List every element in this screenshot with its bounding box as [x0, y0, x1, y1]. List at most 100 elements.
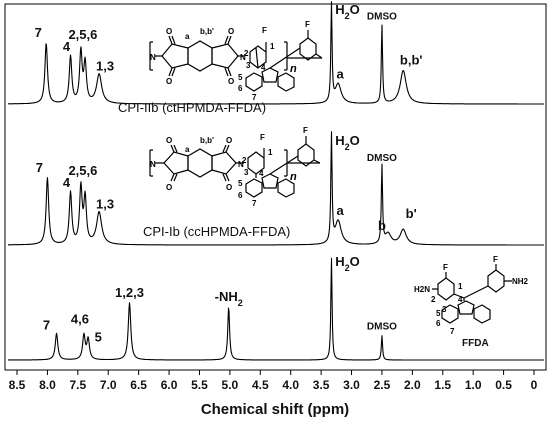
struct-mid-a: a: [185, 145, 190, 154]
peak-label-s1-8: b: [378, 218, 386, 233]
struct-mid-5: 5: [238, 179, 243, 188]
struct-mid-bb: b,b': [200, 136, 214, 145]
struct-top-4: 4: [261, 63, 266, 72]
struct-mid-O3: O: [226, 136, 232, 145]
struct-top-N-left: N: [150, 53, 156, 62]
ffda-3: 3: [442, 305, 447, 314]
spectrum-trace-0: [7, 1, 545, 105]
x-tick-label-6: 5.5: [191, 378, 208, 392]
peak-label-s0-0: 7: [35, 25, 42, 40]
x-tick-label-7: 5.0: [222, 378, 239, 392]
x-tick-label-3: 7.0: [100, 378, 117, 392]
x-tick-label-11: 3.0: [343, 378, 360, 392]
struct-top-F1: F: [262, 26, 267, 35]
struct-top-F2: F: [305, 20, 310, 29]
struct-top-n: n: [290, 63, 297, 75]
struct-mid-1: 1: [268, 148, 273, 157]
struct-mid-7: 7: [252, 199, 257, 208]
struct-top-bb: b,b': [200, 27, 214, 36]
x-tick-label-16: 0.5: [495, 378, 512, 392]
plot-frame: [4, 3, 547, 371]
spectrum-trace-1: [7, 131, 545, 246]
peak-label-s2-4: -NH2: [215, 289, 243, 308]
x-axis-title: Chemical shift (ppm): [201, 401, 349, 418]
peak-labels: 742,5,61,3H2OaDMSOb,b'742,5,61,3H2OaDMSO…: [35, 2, 423, 345]
struct-mid-3: 3: [244, 168, 249, 177]
ffda-1: 1: [458, 282, 463, 291]
peak-label-s1-9: b': [406, 206, 417, 221]
x-tick-label-4: 6.5: [130, 378, 147, 392]
peak-label-s1-2: 2,5,6: [68, 163, 97, 178]
ffda-4: 4: [458, 295, 463, 304]
struct-top-6: 6: [238, 84, 243, 93]
x-tick-label-8: 4.5: [252, 378, 269, 392]
peak-label-s2-2: 5: [95, 330, 102, 345]
struct-top-N-right: N: [240, 53, 246, 62]
struct-top-7: 7: [252, 93, 257, 102]
x-tick-label-10: 3.5: [313, 378, 330, 392]
struct-top-O3: O: [228, 27, 234, 36]
ffda-nh2-right: NH2: [512, 277, 529, 286]
x-tick-label-17: 0: [531, 378, 538, 392]
ffda-6: 6: [436, 319, 441, 328]
peak-label-s2-3: 1,2,3: [115, 285, 144, 300]
spectra-traces: [7, 1, 545, 361]
peak-label-s2-1: 4,6: [71, 312, 89, 327]
struct-mid-N-right: N: [238, 160, 244, 169]
peak-label-s1-4: 1,3: [96, 197, 114, 212]
peak-label-s1-5: H2O: [335, 133, 360, 152]
ffda-5: 5: [436, 309, 441, 318]
peak-label-s2-6: DMSO: [367, 322, 397, 333]
series-name-ccHPMDA: CPI-Ib (ccHPMDA-FFDA): [143, 224, 290, 239]
peak-label-s0-6: a: [336, 66, 344, 81]
struct-top-5: 5: [238, 73, 243, 82]
struct-top-O1: O: [166, 27, 172, 36]
struct-top-3: 3: [246, 61, 251, 70]
struct-mid-n: n: [290, 171, 297, 183]
peak-label-s1-6: a: [336, 203, 344, 218]
struct-mid-F1: F: [260, 133, 265, 142]
x-tick-label-15: 1.0: [465, 378, 482, 392]
struct-top-O2: O: [166, 77, 172, 86]
struct-mid-6: 6: [238, 191, 243, 200]
peak-label-s0-5: H2O: [335, 2, 360, 21]
struct-top-O4: O: [228, 77, 234, 86]
x-tick-label-9: 4.0: [282, 378, 299, 392]
series-name-ffda: FFDA: [462, 338, 489, 349]
x-tick-label-12: 2.5: [374, 378, 391, 392]
peak-label-s0-8: b,b': [400, 53, 423, 68]
struct-mid-O4: O: [226, 183, 232, 192]
ffda-2: 2: [431, 295, 436, 304]
x-tick-label-1: 8.0: [39, 378, 56, 392]
peak-label-s1-0: 7: [36, 160, 43, 175]
struct-mid-O2: O: [166, 183, 172, 192]
struct-mid-4: 4: [259, 169, 264, 178]
peak-label-s1-7: DMSO: [367, 153, 397, 164]
x-tick-label-14: 1.5: [434, 378, 451, 392]
series-name-ctHPMDA: CPI-IIb (ctHPMDA-FFDA): [118, 100, 266, 115]
struct-top-1: 1: [270, 42, 275, 51]
peak-label-s0-1: 4: [63, 39, 71, 54]
ffda-structure: [432, 264, 512, 324]
peak-label-s2-0: 7: [43, 318, 50, 333]
peak-label-s0-2: 2,5,6: [68, 27, 97, 42]
ccHPMDA-FFDA-atom-labels: N N O O O O a b,b' F F 1 2 3 4 5 6 7 n: [150, 126, 308, 208]
ctHPMDA-FFDA-structure: [149, 30, 323, 92]
struct-mid-O1: O: [166, 136, 172, 145]
peak-label-s1-1: 4: [63, 175, 71, 190]
ffda-nh2-left: H2N: [414, 285, 430, 294]
ccHPMDA-FFDA-structure: [149, 136, 321, 198]
struct-mid-N-left: N: [150, 160, 156, 169]
x-tick-label-0: 8.5: [9, 378, 26, 392]
ffda-F1: F: [443, 263, 448, 272]
struct-mid-2: 2: [242, 156, 247, 165]
struct-top-2: 2: [244, 49, 249, 58]
ctHPMDA-FFDA-atom-labels: N N O O O O a b,b' F F 1 2 3 4 5 6 7 n: [150, 20, 310, 102]
x-tick-label-2: 7.5: [69, 378, 86, 392]
ffda-7: 7: [450, 327, 455, 336]
struct-top-a: a: [185, 32, 190, 41]
ffda-atom-labels: H2N NH2 F F 1 2 3 4 5 6 7: [414, 255, 529, 336]
peak-label-s0-7: DMSO: [367, 12, 397, 23]
